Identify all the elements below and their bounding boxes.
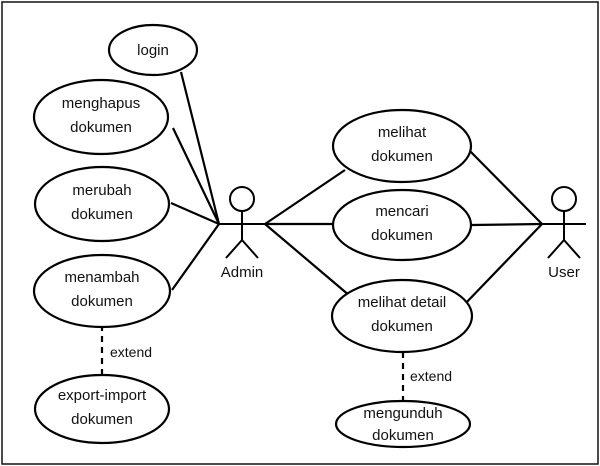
use-case-login-label: login <box>137 42 169 59</box>
use-case-export-import: export-import dokumen <box>33 373 171 445</box>
use-case-menambah-line2: dokumen <box>71 293 133 310</box>
use-case-melihat-detail-line1: melihat detail <box>358 294 446 311</box>
assoc-admin-menghapus <box>172 127 220 225</box>
use-case-melihat-line2: dokumen <box>371 148 433 165</box>
admin-associations <box>170 71 351 297</box>
use-case-menambah-line1: menambah <box>64 269 139 286</box>
use-case-mengunduh-line2: dokumen <box>372 427 434 444</box>
extend-label-right: extend <box>410 368 452 384</box>
use-case-merubah-line2: dokumen <box>71 206 133 223</box>
use-case-mencari: mencari dokumen <box>331 188 473 262</box>
assoc-admin-merubah <box>170 201 220 226</box>
use-case-export-import-line1: export-import <box>58 387 147 404</box>
assoc-user-mencari <box>471 222 543 227</box>
assoc-admin-menambah <box>171 223 220 291</box>
extend-label-left: extend <box>110 344 152 360</box>
use-case-mencari-line2: dokumen <box>371 227 433 244</box>
use-case-melihat: melihat dokumen <box>331 108 473 184</box>
actor-user: User <box>542 186 586 281</box>
actor-user-label: User <box>548 264 580 281</box>
use-case-melihat-detail: melihat detail dokumen <box>330 278 474 354</box>
use-case-melihat-line1: melihat <box>378 124 427 141</box>
use-case-mencari-line1: mencari <box>375 203 428 220</box>
actor-admin-label: Admin <box>221 264 264 281</box>
use-case-mengunduh: mengunduh dokumen <box>334 399 472 449</box>
use-case-merubah: merubah dokumen <box>33 165 171 243</box>
assoc-user-melihat-detail <box>462 223 543 307</box>
use-case-merubah-line1: merubah <box>72 182 131 199</box>
use-case-melihat-detail-line2: dokumen <box>371 318 433 335</box>
assoc-admin-login <box>179 71 221 225</box>
assoc-user-melihat <box>465 146 543 225</box>
assoc-admin-melihat-detail <box>264 223 351 297</box>
use-case-menghapus-line2: dokumen <box>70 119 132 136</box>
user-associations <box>462 146 543 307</box>
use-case-mengunduh-line1: mengunduh <box>363 405 442 422</box>
use-case-menghapus: menghapus dokumen <box>32 78 170 156</box>
actor-admin-head <box>229 186 255 212</box>
use-case-export-import-line2: dokumen <box>71 411 133 428</box>
use-case-menghapus-line1: menghapus <box>62 95 140 112</box>
use-case-menambah: menambah dokumen <box>32 253 172 329</box>
actor-admin: Admin <box>219 186 265 281</box>
actor-user-head <box>551 186 577 212</box>
use-case-login: login <box>107 23 199 77</box>
assoc-admin-melihat <box>264 169 346 225</box>
